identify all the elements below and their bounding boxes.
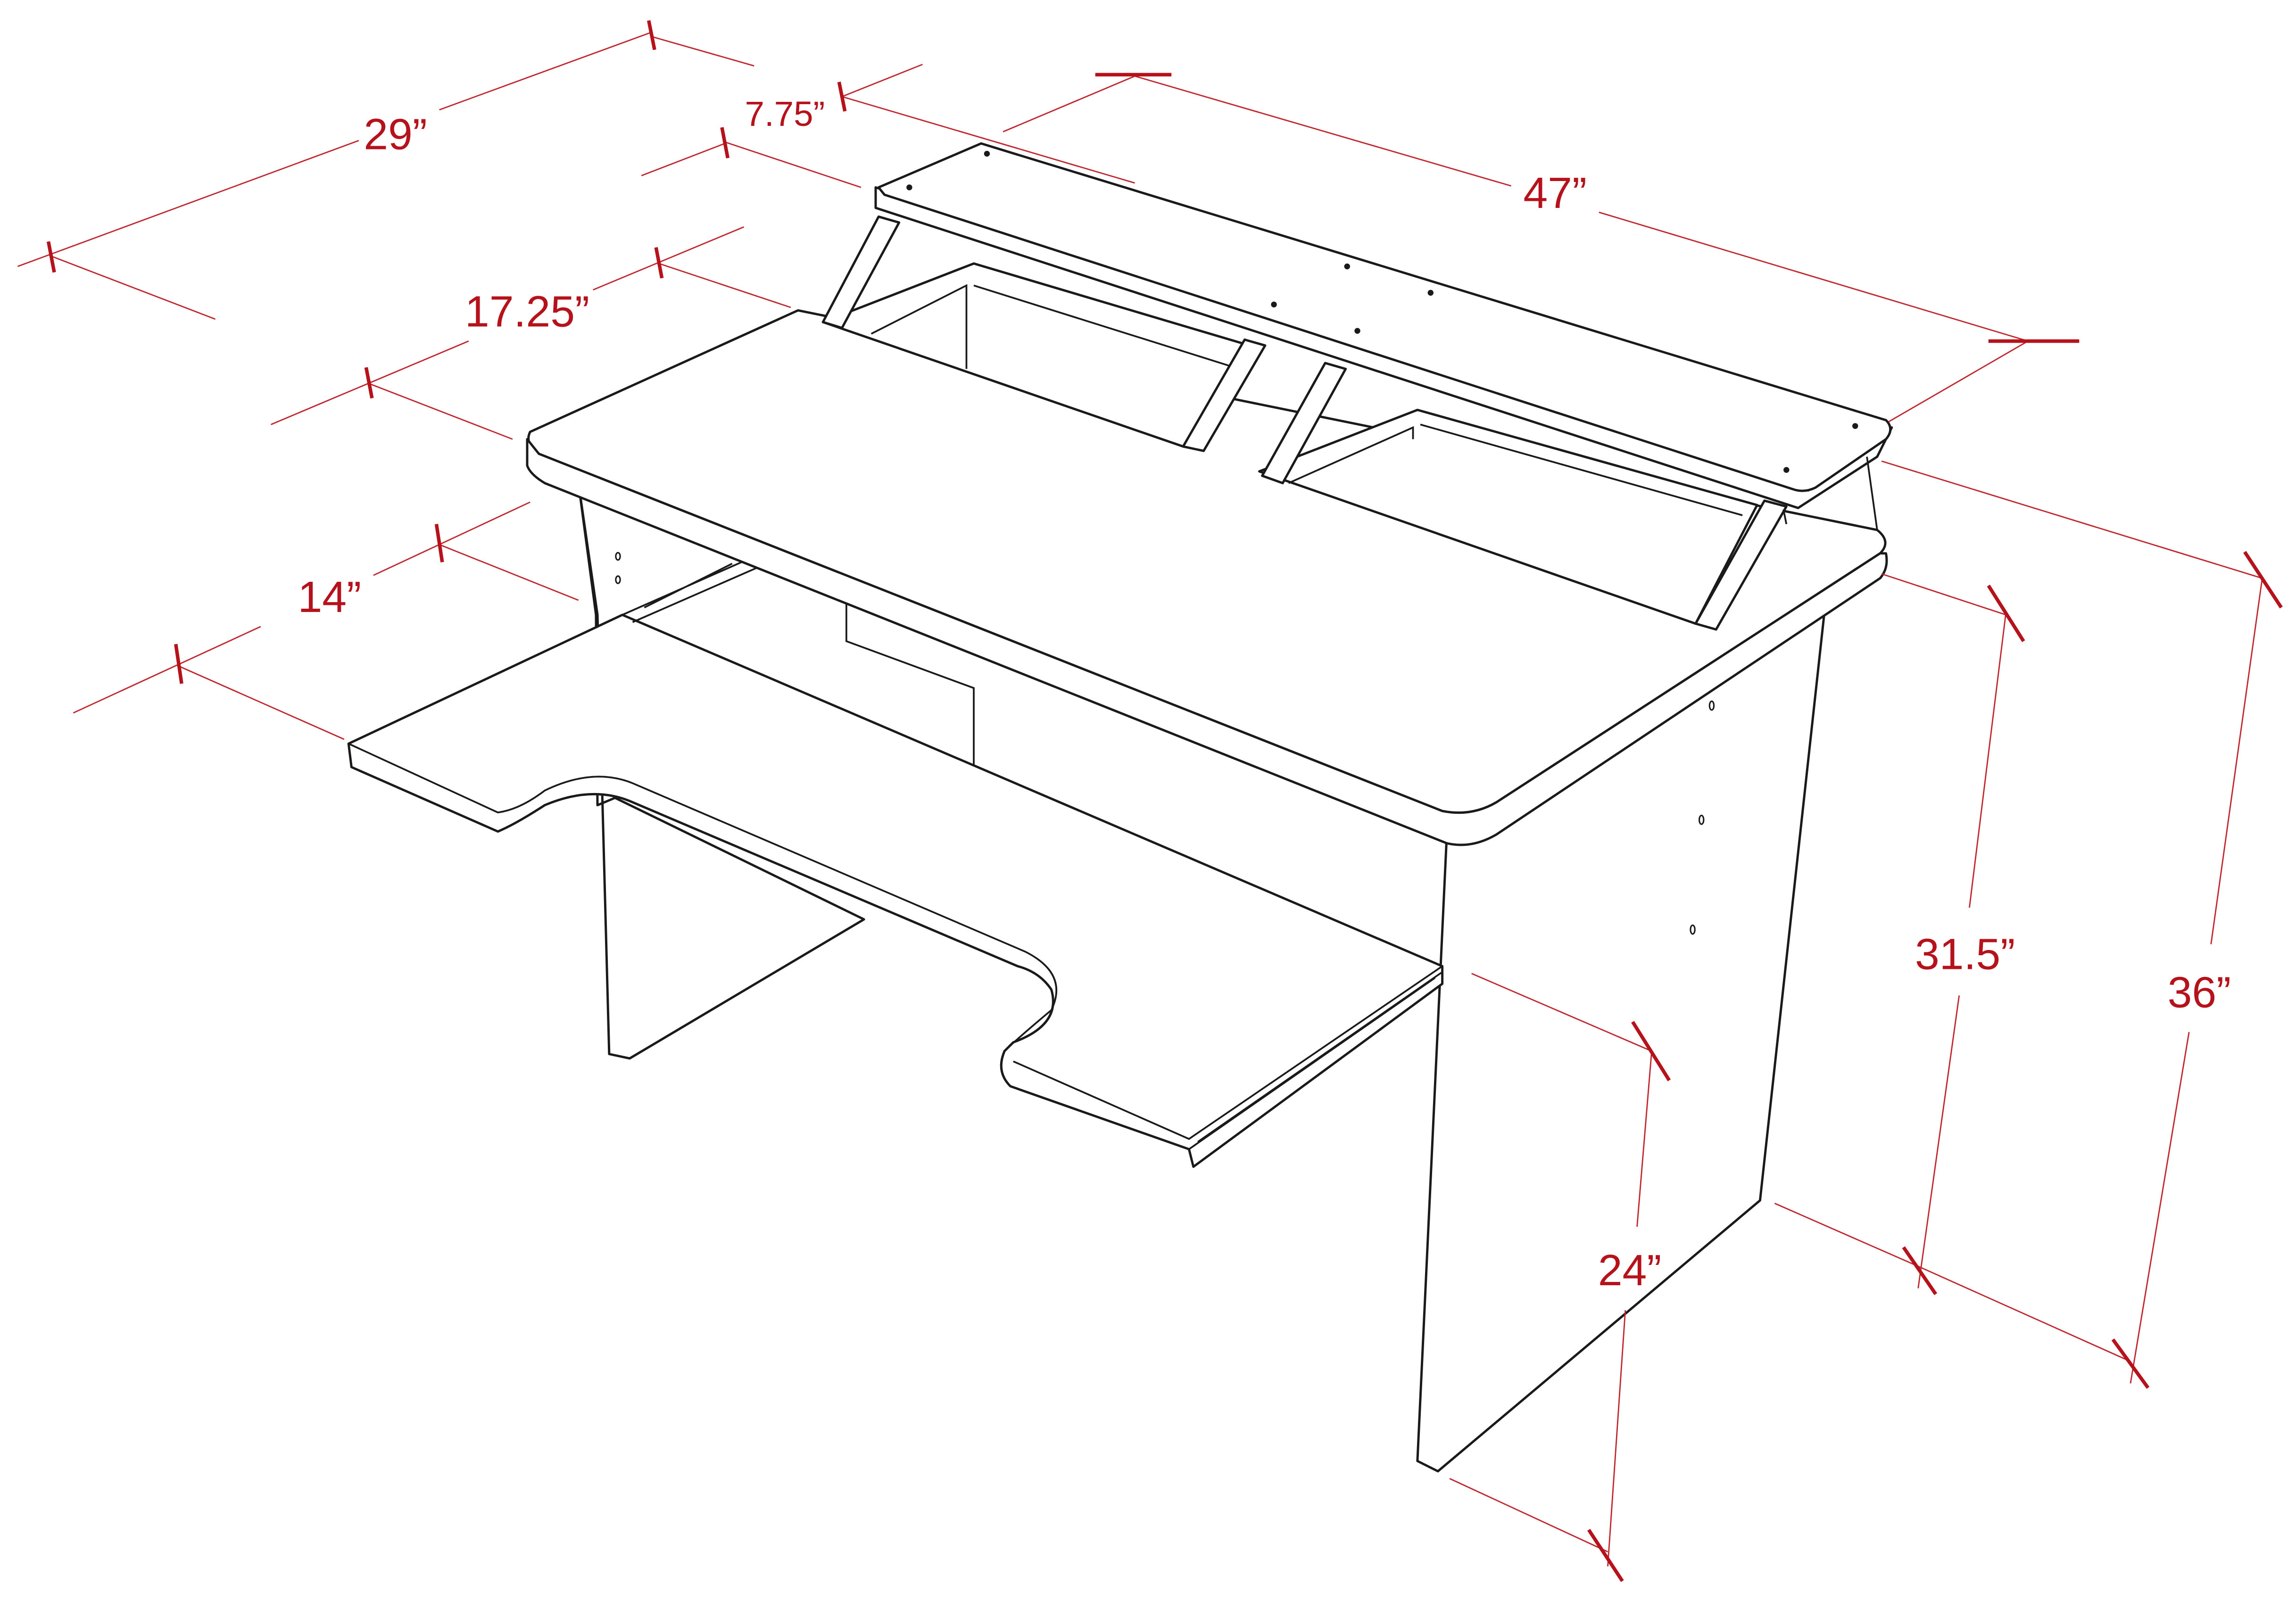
dimension-tray-height: 24”	[1449, 973, 1671, 1582]
back-panel	[845, 593, 975, 769]
dimension-desktop-depth: 17.25”	[271, 226, 791, 440]
riser-inner-lines	[870, 284, 1743, 516]
dimension-tray-depth: 14”	[73, 501, 579, 740]
dimension-riser-depth: 7.75”	[641, 64, 1136, 188]
dim-label-17-25: 17.25”	[465, 287, 589, 336]
dimension-width: 47”	[1095, 73, 2080, 422]
keyboard-tray-edge	[348, 743, 1443, 1140]
dim-label-14: 14”	[298, 572, 361, 621]
tray-slide-left	[622, 552, 774, 623]
dim-label-47: 47”	[1523, 168, 1587, 217]
dimension-overall-height: 36”	[1881, 460, 2283, 1389]
dim-label-31-5: 31.5”	[1915, 930, 2015, 979]
riser-support-left	[821, 215, 901, 330]
riser-support-mid-b	[1261, 362, 1347, 485]
dimension-overall-depth: 29”	[17, 20, 754, 320]
riser-support-right	[1694, 499, 1788, 631]
screw-holes	[615, 150, 1858, 935]
desk-drawing	[347, 142, 1893, 1473]
dim-label-7-75: 7.75”	[745, 94, 825, 133]
dim-label-36: 36”	[2168, 967, 2231, 1016]
tray-slide-right	[1188, 971, 1443, 1150]
dim-label-24: 24”	[1598, 1246, 1662, 1295]
riser-shelf-under	[1782, 456, 1878, 530]
riser-support-mid-a	[1182, 338, 1267, 452]
desktop-front-edge	[526, 438, 1888, 846]
dim-label-29: 29”	[364, 110, 427, 159]
riser-opening-right	[1258, 408, 1758, 625]
dimension-desktop-height: 31.5”	[1774, 573, 2131, 1362]
keyboard-tray	[347, 613, 1444, 1168]
riser-shelf-top	[877, 142, 1892, 492]
